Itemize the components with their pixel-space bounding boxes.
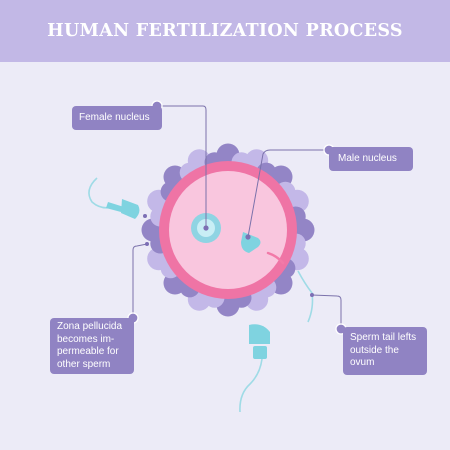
sperm-bottom	[239, 324, 270, 413]
ovum-cytoplasm	[169, 171, 287, 289]
zona-pellucida-label: Zona pellucida becomes im- permeable for…	[50, 318, 134, 374]
sperm-tail-outside	[266, 251, 285, 265]
male-nucleus-label: Male nucleus	[329, 147, 413, 171]
female-nucleus-label: Female nucleus	[72, 106, 162, 130]
sperm-tail-label: Sperm tail lefts outside the ovum	[343, 327, 427, 375]
connector-lines	[132, 105, 342, 329]
title-banner: HUMAN FERTILIZATION PROCESS	[0, 0, 450, 62]
page-title: HUMAN FERTILIZATION PROCESS	[47, 21, 403, 41]
sperm-left	[88, 177, 147, 219]
anchor-dots	[145, 242, 314, 297]
sperm-tail-fragment	[297, 270, 314, 323]
